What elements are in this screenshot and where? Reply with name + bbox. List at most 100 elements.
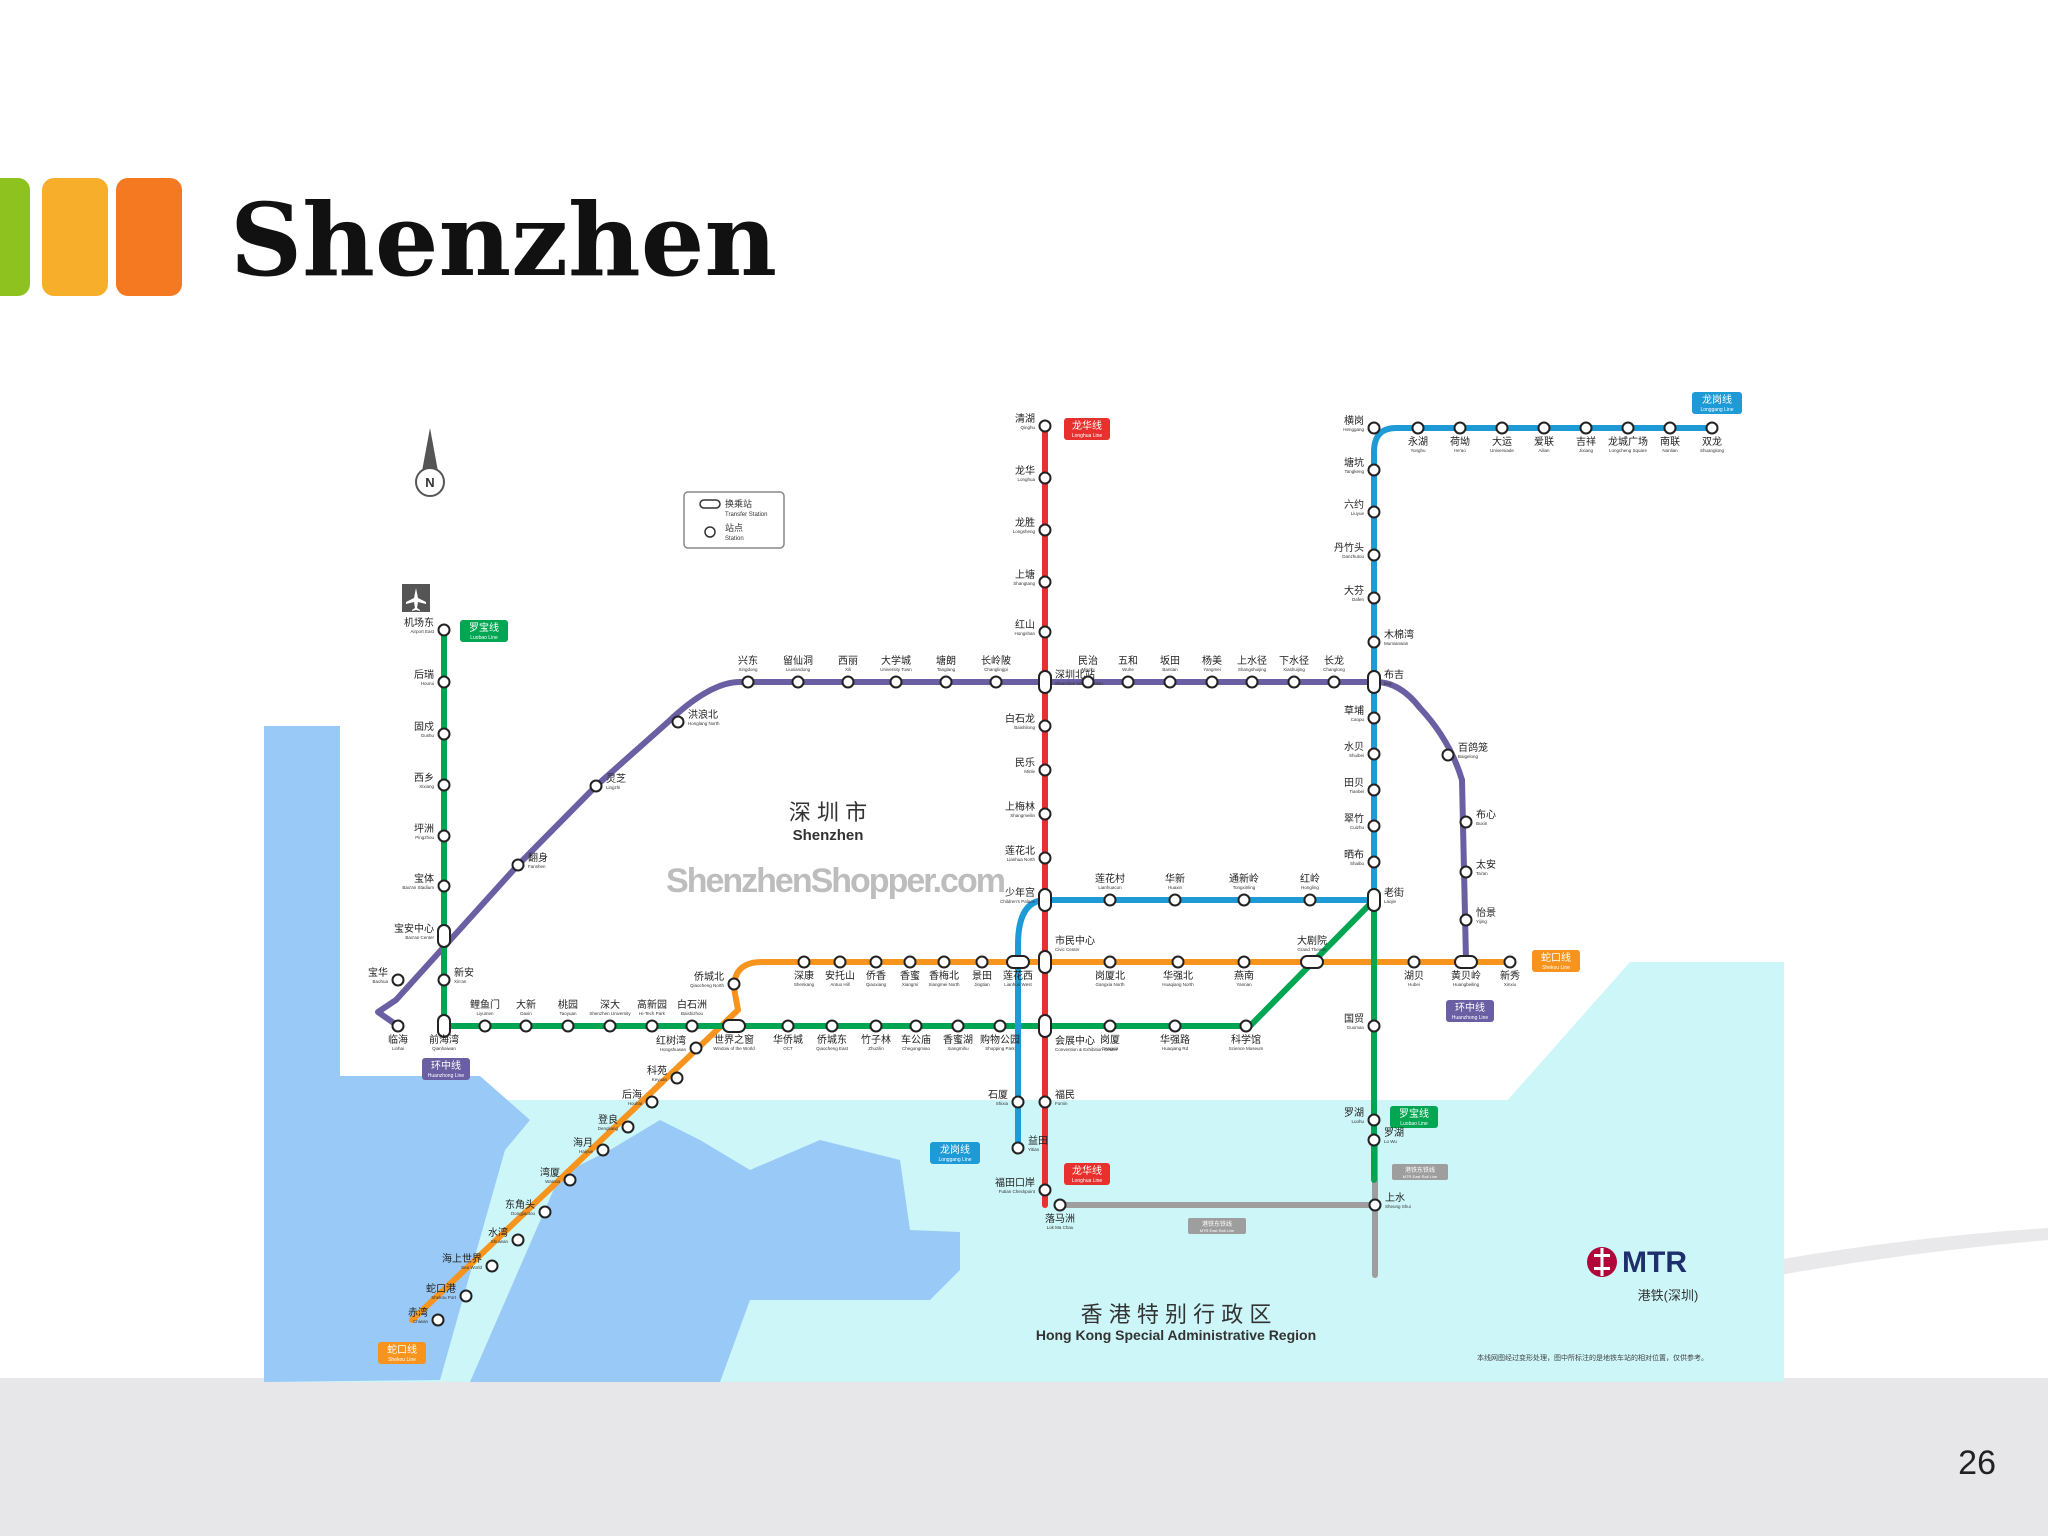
- bay-water: [264, 726, 530, 1382]
- svg-text:MTR East Rail Line: MTR East Rail Line: [1200, 1228, 1235, 1233]
- station-name-en: Xili: [845, 667, 851, 672]
- station-name-en: Danzhutou: [1342, 554, 1364, 559]
- station-name-en: Window of the World: [713, 1046, 755, 1051]
- station-name-en: Chegongmiao: [902, 1046, 931, 1051]
- station-name-zh: 横岗: [1344, 414, 1364, 427]
- station-name-zh: 少年宫: [1005, 886, 1035, 899]
- station-name-en: Children's Palace: [1000, 899, 1035, 904]
- station-name-zh: 黄贝岭: [1451, 969, 1481, 982]
- station-name-en: Xiangmi: [902, 982, 918, 987]
- watermark: ShenzhenShopper.com: [666, 862, 1005, 900]
- station-name-en: Baohua: [372, 979, 388, 984]
- badge-longgang-south: 龙岗线 Longgang Line: [930, 1142, 980, 1164]
- station-name-zh: 翻身: [528, 851, 548, 864]
- badge-huanzhong-east: 环中线 Huanzhong Line: [1446, 1000, 1494, 1022]
- station-name-zh: 永湖: [1408, 435, 1428, 448]
- station-name-en: He'ao: [1454, 448, 1466, 453]
- station-name-zh: 南联: [1660, 435, 1680, 448]
- station-name-en: Gangxia North: [1095, 982, 1125, 987]
- station-name-zh: 华强路: [1160, 1033, 1190, 1046]
- station-name-en: Wanxia: [545, 1179, 560, 1184]
- station-name-en: Yitian: [1028, 1147, 1040, 1152]
- svg-text:MTR: MTR: [1622, 1246, 1687, 1279]
- svg-text:Shekou Line: Shekou Line: [1542, 965, 1570, 971]
- station-name-zh: 上梅林: [1005, 800, 1035, 813]
- station-name-zh: 爱联: [1534, 435, 1554, 448]
- line-longgang: [1015, 425, 1715, 1151]
- station-name-zh: 香蜜: [900, 969, 920, 982]
- station-name-zh: 侨城北: [694, 971, 724, 983]
- station-name-en: Futian Checkpoint: [999, 1189, 1036, 1194]
- station-name-en: Ailian: [1538, 448, 1550, 453]
- svg-text:Luobao Line: Luobao Line: [470, 635, 498, 641]
- station-name-en: Baishizhou: [681, 1011, 704, 1016]
- station-name-zh: 湾厦: [540, 1166, 560, 1179]
- svg-text:港铁(深圳): 港铁(深圳): [1638, 1288, 1699, 1303]
- accent-bar-green: [0, 178, 30, 296]
- accent-bar-orange: [116, 178, 182, 296]
- station-name-zh: 科学馆: [1231, 1033, 1261, 1046]
- station-name-zh: 香梅北: [929, 969, 959, 982]
- station-name-en: Shixia: [996, 1101, 1009, 1106]
- station-name-en: Gangxia: [1102, 1046, 1119, 1051]
- station-name-zh: 景田: [972, 970, 992, 982]
- station-name-zh: 罗湖: [1344, 1107, 1364, 1119]
- station-name-zh: 五和: [1118, 655, 1138, 667]
- station-name-en: Shopping Park: [985, 1046, 1015, 1051]
- station-name-zh: 六约: [1344, 498, 1364, 511]
- legend-transfer-en: Transfer Station: [725, 512, 767, 518]
- station-name-en: Tianbei: [1349, 789, 1364, 794]
- station-name-en: Wuhe: [1122, 667, 1134, 672]
- hk-region-east: [1460, 962, 1784, 1382]
- badge-longgang-north: 龙岗线 Longgang Line: [1692, 392, 1742, 414]
- station-name-zh: 桃园: [558, 998, 578, 1011]
- station-name-en: Lianhua North: [1007, 857, 1036, 862]
- station-name-zh: 深康: [794, 969, 814, 982]
- station-name-zh: 蛇口港: [426, 1282, 456, 1295]
- station-name-en: Minzhi: [1081, 667, 1094, 672]
- station-name-zh: 下水径: [1279, 654, 1309, 667]
- station-name-en: Qianhaiwan: [432, 1046, 456, 1051]
- station-name-en: Qiaocheng North: [690, 983, 725, 988]
- badge-longhua-south: 龙华线 Longhua Line: [1064, 1163, 1110, 1185]
- map-legend: 换乘站 Transfer Station 站点 Station: [683, 491, 785, 549]
- station-name-zh: 宝安中心: [394, 922, 434, 935]
- station-name-zh: 高新园: [637, 998, 667, 1011]
- station-name-en: Shenkang: [794, 982, 815, 987]
- station-name-en: Longhua: [1017, 477, 1035, 482]
- station-name-en: Longsheng: [1013, 529, 1036, 534]
- station-name-en: Fumin: [1055, 1101, 1068, 1106]
- station-name-en: Sheung Shui: [1385, 1204, 1411, 1209]
- station-name-zh: 长岭陂: [981, 654, 1011, 667]
- station-name-zh: 安托山: [825, 969, 855, 982]
